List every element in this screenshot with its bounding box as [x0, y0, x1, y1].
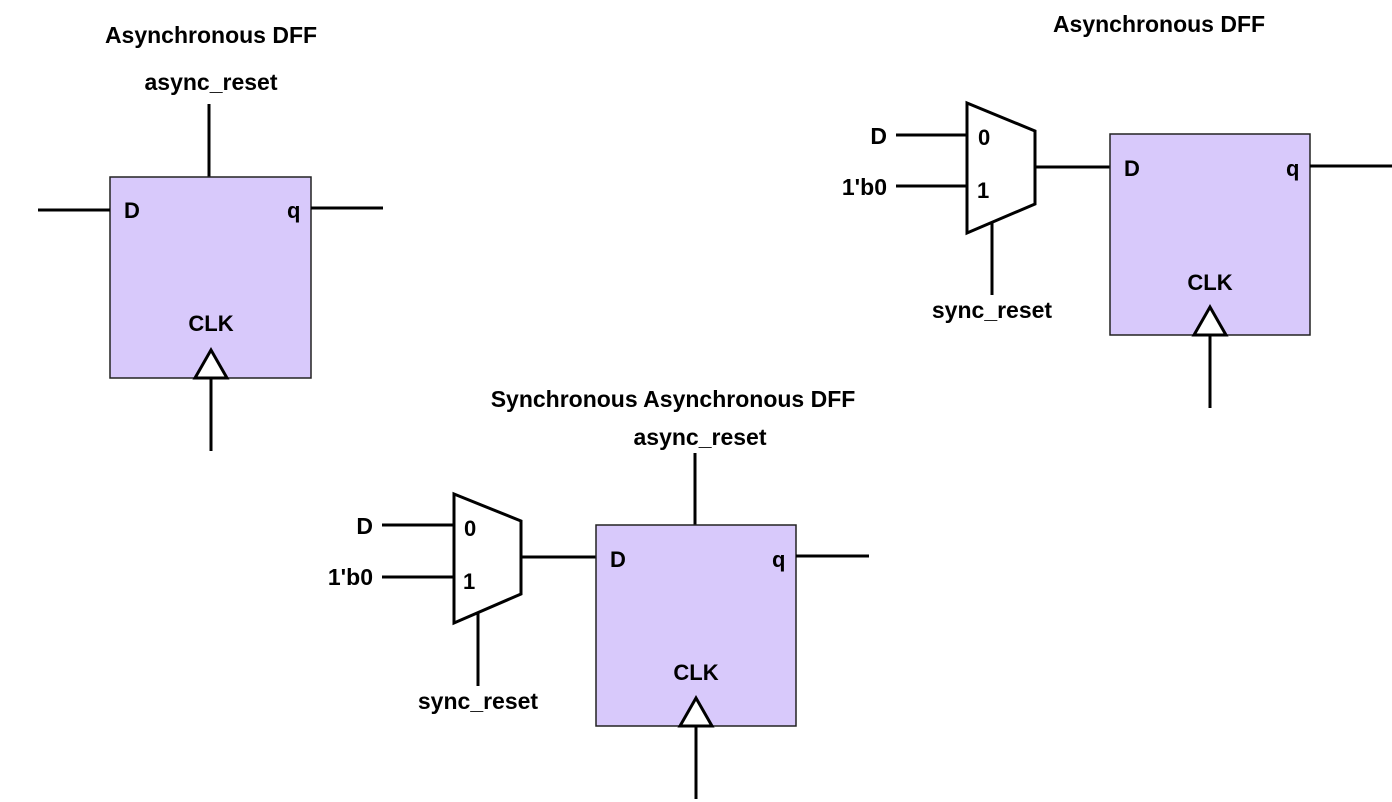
diagram-title: Synchronous Asynchronous DFF: [491, 386, 856, 412]
mux-select-1-label: 1: [463, 569, 475, 594]
sync-reset-label: sync_reset: [932, 297, 1053, 323]
sync-async-dff-diagram: Synchronous Asynchronous DFF async_reset…: [328, 386, 869, 799]
clk-pin-label: CLK: [1187, 270, 1232, 295]
clk-pin-label: CLK: [673, 660, 718, 685]
clk-pin-label: CLK: [188, 311, 233, 336]
mux-select-1-label: 1: [977, 178, 989, 203]
d-pin-label: D: [1124, 156, 1140, 181]
q-pin-label: q: [1286, 156, 1299, 181]
flip-flop-box: [109, 176, 312, 379]
async-reset-label: async_reset: [145, 69, 278, 95]
d-pin-label: D: [610, 547, 626, 572]
flip-flop-box: [595, 524, 797, 727]
flip-flop-box: [1109, 133, 1311, 336]
sync-dff-diagram: Asynchronous DFF D 1'b0 0 1 sync_reset D…: [842, 11, 1392, 408]
diagram-title: Asynchronous DFF: [1053, 11, 1265, 37]
multiplexer-shape: [452, 491, 523, 626]
multiplexer-shape: [965, 100, 1037, 236]
mux-select-0-label: 0: [978, 125, 990, 150]
mux-input-d-label: D: [870, 123, 887, 149]
mux-input-zero-label: 1'b0: [842, 174, 887, 200]
mux-input-d-label: D: [356, 513, 373, 539]
async-dff-diagram: Asynchronous DFF async_reset D q CLK: [38, 22, 383, 451]
async-reset-label: async_reset: [634, 424, 767, 450]
diagram-title: Asynchronous DFF: [105, 22, 317, 48]
d-pin-label: D: [124, 198, 140, 223]
q-pin-label: q: [287, 198, 300, 223]
mux-select-0-label: 0: [464, 516, 476, 541]
sync-reset-label: sync_reset: [418, 688, 539, 714]
q-pin-label: q: [772, 547, 785, 572]
mux-input-zero-label: 1'b0: [328, 564, 373, 590]
